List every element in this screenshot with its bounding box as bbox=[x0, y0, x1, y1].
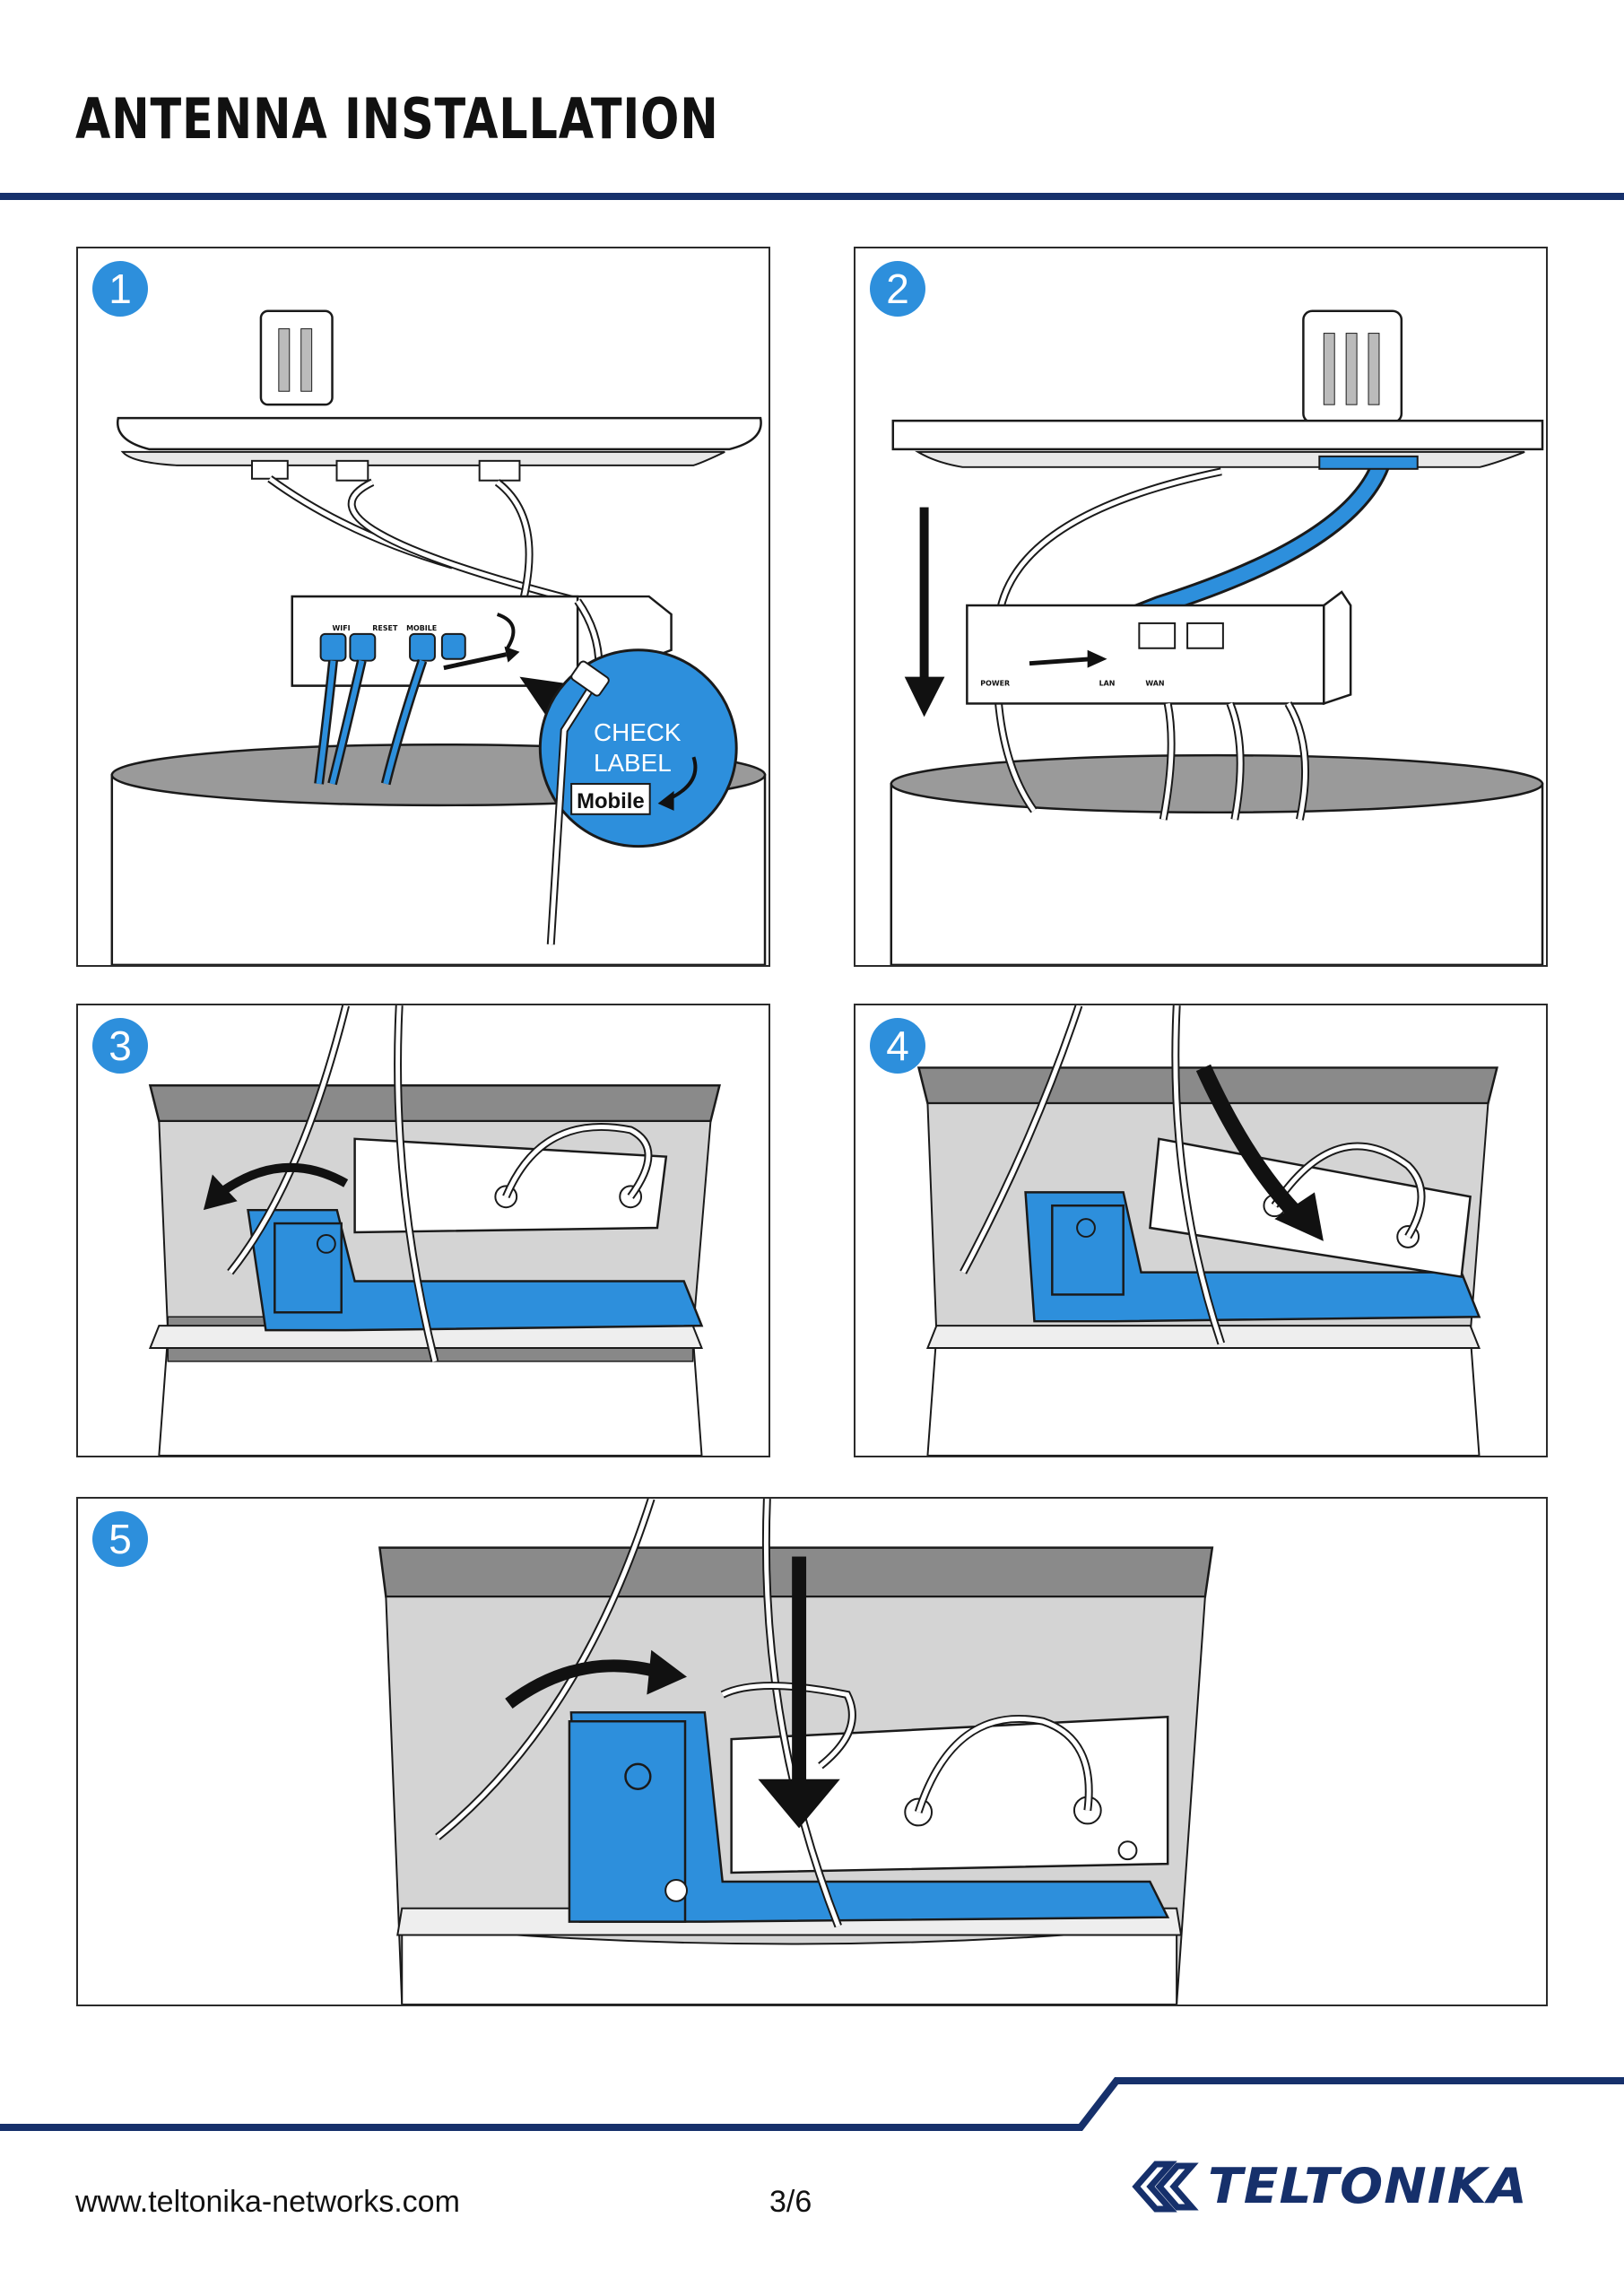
footer-rule bbox=[0, 2077, 1624, 2131]
teltonika-logo-mark bbox=[1132, 2161, 1199, 2213]
port-label-reset: RESET bbox=[372, 624, 398, 632]
teltonika-logo: TELTONIKA bbox=[1125, 2142, 1538, 2231]
step-number-badge: 2 bbox=[870, 261, 925, 317]
port-label-lan: LAN bbox=[1099, 680, 1116, 688]
step-number-badge: 3 bbox=[92, 1018, 148, 1074]
step-number-badge: 5 bbox=[92, 1511, 148, 1567]
callout-mobile-tag: Mobile bbox=[577, 789, 645, 813]
step-3-illustration bbox=[148, 1005, 721, 1456]
port-label-wan: WAN bbox=[1145, 680, 1164, 688]
step-4-illustration bbox=[916, 1005, 1498, 1456]
teltonika-logo-text: TELTONIKA bbox=[1208, 2158, 1528, 2214]
step-3-panel: 3 bbox=[76, 1004, 770, 1457]
step-4-panel: 4 bbox=[854, 1004, 1548, 1457]
step-number-badge: 1 bbox=[92, 261, 148, 317]
step-1-illustration: WIFI RESET MOBILE CHECK LABEL bbox=[110, 309, 767, 965]
step-2-panel: 2 POWER LAN WAN bbox=[854, 247, 1548, 967]
step-2-illustration: POWER LAN WAN bbox=[890, 309, 1544, 965]
page-title: ANTENNA INSTALLATION bbox=[75, 86, 719, 152]
footer-website-url: www.teltonika-networks.com bbox=[75, 2185, 460, 2219]
port-label-wifi: WIFI bbox=[333, 624, 351, 632]
step-5-panel: 5 bbox=[76, 1497, 1548, 2006]
header-rule bbox=[0, 193, 1624, 200]
page-number: 3/6 bbox=[769, 2185, 812, 2219]
callout-label-text: LABEL bbox=[594, 749, 672, 777]
port-label-power: POWER bbox=[980, 680, 1010, 688]
step-number-badge: 4 bbox=[870, 1018, 925, 1074]
port-label-mobile: MOBILE bbox=[406, 624, 437, 632]
callout-check-text: CHECK bbox=[594, 718, 682, 746]
step-5-illustration bbox=[378, 1499, 1214, 2005]
step-1-panel: 1 WIFI RESET MOBILE bbox=[76, 247, 770, 967]
